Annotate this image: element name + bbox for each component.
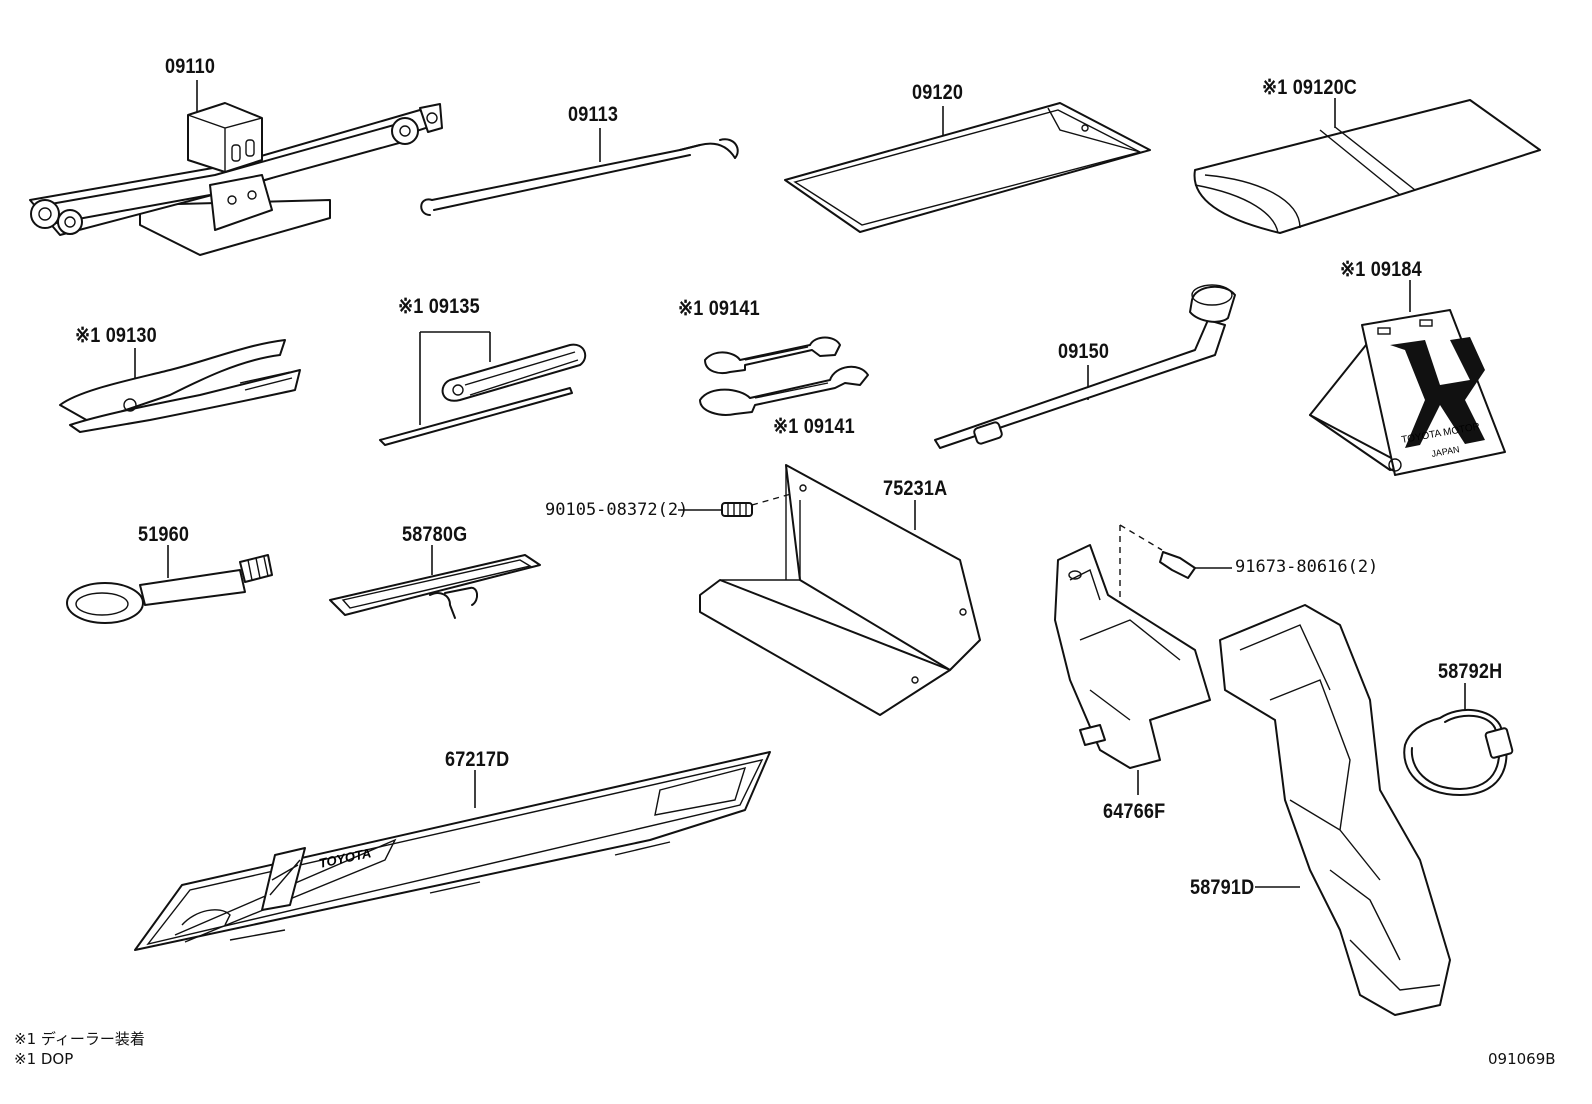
label-51960: 51960 [138,523,190,546]
label-09120: 09120 [912,81,964,104]
label-58780g: 58780G [402,523,468,546]
label-58791d: 58791D [1190,876,1255,899]
screwdriver-icon[interactable] [379,331,587,446]
wheel-chock-icon[interactable] [1309,280,1506,476]
footnote-dop: ※1 DOP [14,1050,74,1068]
towing-eye-icon[interactable] [66,545,273,624]
tool-bag-icon[interactable] [784,102,1151,233]
tool-tray-icon[interactable] [134,751,771,951]
label-09184: ※1 09184 [1340,258,1422,281]
label-09141-top: ※1 09141 [678,297,760,320]
label-09150: 09150 [1058,340,1110,363]
label-67217d: 67217D [445,748,510,771]
label-90105-bolt: 90105-08372(2) [545,500,689,520]
strap-band-icon[interactable] [1403,683,1514,796]
label-64766f: 64766F [1103,800,1166,823]
jack-holder-icon[interactable] [1054,544,1211,795]
label-09110: 09110 [165,55,216,78]
storage-cover-icon[interactable] [699,464,981,716]
label-09120c: ※1 09120C [1262,76,1358,99]
screw-icon[interactable] [1119,524,1232,600]
label-58792h: 58792H [1438,660,1503,683]
label-91673-screw: 91673-80616(2) [1235,557,1379,577]
label-75231a: 75231A [883,477,948,500]
hold-down-bracket-icon[interactable] [329,545,541,619]
diagram-code: 091069B [1488,1050,1556,1068]
footnote-dealer-install: ※1 ディーラー装着 [14,1030,145,1048]
jack-handle-rod-icon[interactable] [420,128,739,216]
lug-wrench-icon[interactable] [934,284,1236,449]
label-09135: ※1 09135 [398,295,480,318]
label-09113: 09113 [568,103,619,126]
label-09141-bottom: ※1 09141 [773,415,855,438]
pliers-icon[interactable] [59,339,301,433]
chock-text-line2: JAPAN [1431,444,1461,459]
scissor-jack-icon[interactable] [29,80,443,256]
jack-cover-bag-icon[interactable] [1219,604,1451,1016]
tool-roll-bag-icon[interactable] [1193,98,1541,234]
label-09130: ※1 09130 [75,324,157,347]
wrench-icon[interactable] [699,336,869,416]
